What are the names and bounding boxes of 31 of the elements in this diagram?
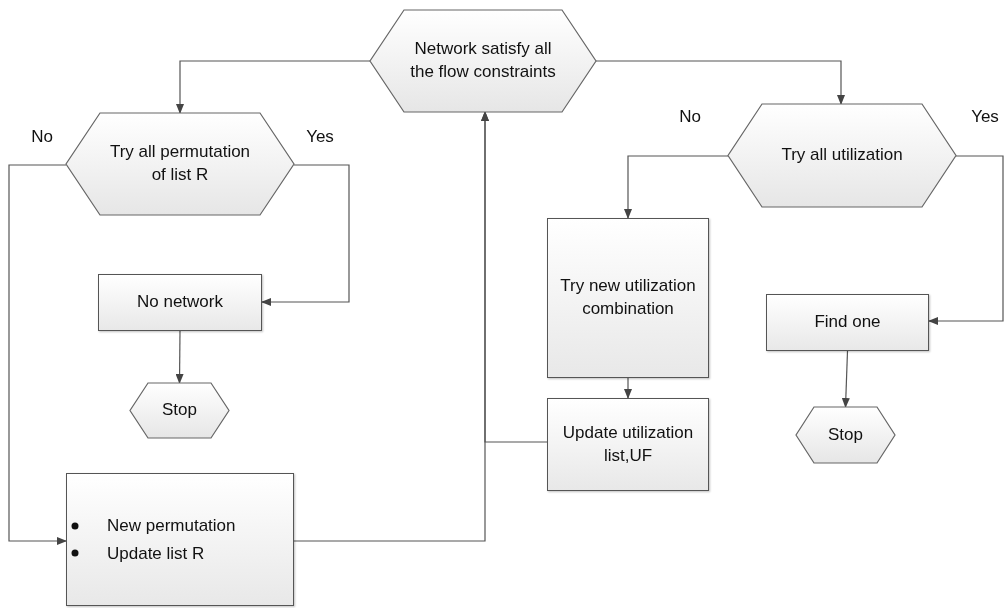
process-box <box>766 294 929 351</box>
node-text: Try all permutation of list R <box>108 141 252 186</box>
decision-hexagon <box>66 113 294 215</box>
terminator-hexagon <box>796 407 895 463</box>
arrow <box>841 350 850 408</box>
arrow <box>8 164 67 545</box>
node-text: Try new utilization combination <box>559 275 697 320</box>
arrow <box>595 60 845 105</box>
arrow <box>293 111 489 542</box>
list-item-text: New permutation <box>107 515 236 538</box>
arrow <box>176 60 371 114</box>
node-text: Stop <box>162 399 197 422</box>
arrow <box>261 164 350 306</box>
process-box <box>98 274 262 331</box>
decision-hexagon <box>370 10 596 112</box>
arrow <box>624 155 729 219</box>
process-box <box>547 218 709 378</box>
list-item-text: Update list R <box>107 542 205 565</box>
node-text: Find one <box>814 311 881 334</box>
process-box <box>547 398 709 491</box>
node-text: Update utilization list,UF <box>561 421 695 467</box>
arrow <box>175 330 184 384</box>
decision-hexagon <box>728 104 956 207</box>
node-text: Network satisfy all the flow constraints <box>409 38 557 83</box>
process-box <box>66 473 294 606</box>
node-text: Stop <box>828 423 863 446</box>
terminator-hexagon <box>130 383 229 438</box>
node-text: No network <box>137 291 223 314</box>
arrow <box>624 377 632 399</box>
arrow <box>928 155 1004 325</box>
node-text: Try all utilization <box>781 144 903 167</box>
